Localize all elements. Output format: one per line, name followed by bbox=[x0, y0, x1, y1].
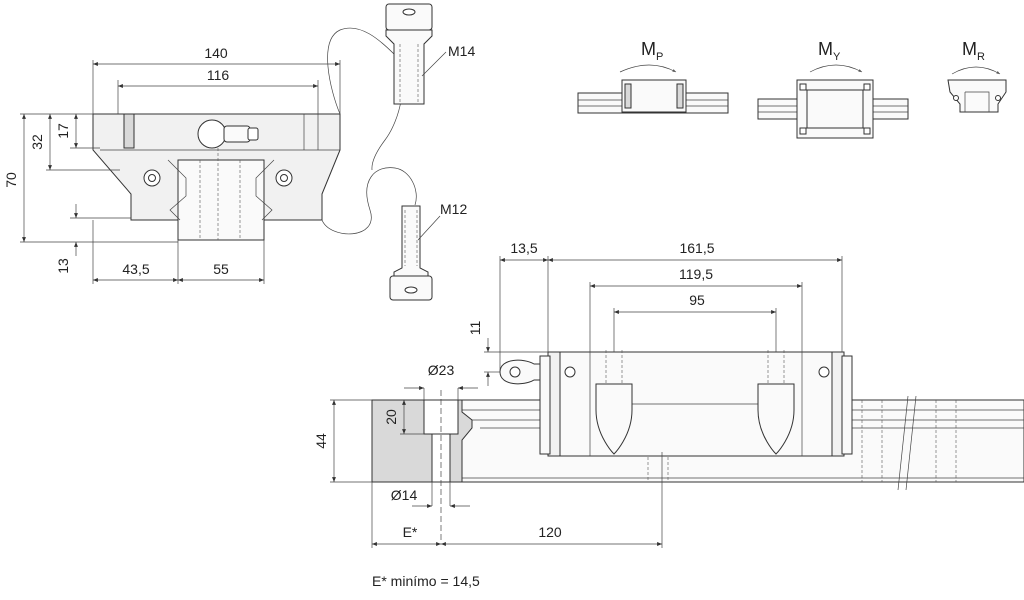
footnote: E* minímo = 14,5 bbox=[372, 573, 480, 589]
dim-32: 32 bbox=[29, 134, 45, 150]
label-m14: M14 bbox=[448, 43, 475, 59]
moment-yaw-main: M bbox=[818, 39, 833, 59]
moment-pitch-sub: P bbox=[656, 51, 663, 63]
dim-20: 20 bbox=[383, 409, 399, 425]
moment-roll: M R bbox=[947, 39, 1007, 113]
dim-95: 95 bbox=[689, 292, 705, 308]
dim-120: 120 bbox=[538, 524, 562, 540]
dim-17: 17 bbox=[55, 123, 71, 139]
moment-roll-main: M bbox=[962, 39, 977, 59]
side-view: 13,5 161,5 119,5 95 11 Ø23 20 44 Ø14 E* bbox=[313, 240, 1024, 548]
dim-161-5: 161,5 bbox=[679, 240, 714, 256]
moment-yaw: M Y bbox=[757, 39, 909, 139]
dim-e-star: E* bbox=[403, 524, 418, 540]
dim-d23: Ø23 bbox=[428, 362, 455, 378]
dim-119-5: 119,5 bbox=[679, 266, 713, 282]
dim-11: 11 bbox=[467, 321, 483, 336]
front-view: 140 116 70 32 17 13 43,5 55 bbox=[3, 45, 341, 284]
dim-43-5: 43,5 bbox=[122, 261, 149, 277]
dim-140: 140 bbox=[204, 45, 228, 61]
moment-roll-sub: R bbox=[977, 51, 985, 63]
dim-13-5: 13,5 bbox=[510, 240, 537, 256]
moment-yaw-sub: Y bbox=[833, 51, 841, 63]
dim-55: 55 bbox=[213, 261, 229, 277]
dim-d14: Ø14 bbox=[391, 487, 418, 503]
dim-70: 70 bbox=[3, 172, 19, 188]
bolts: M14 M12 bbox=[321, 3, 475, 301]
moment-pitch: M P bbox=[577, 39, 729, 114]
dim-44: 44 bbox=[313, 433, 329, 449]
dim-13: 13 bbox=[55, 258, 71, 274]
label-m12: M12 bbox=[440, 201, 467, 217]
moment-pitch-main: M bbox=[641, 39, 656, 59]
dim-116: 116 bbox=[207, 67, 230, 83]
